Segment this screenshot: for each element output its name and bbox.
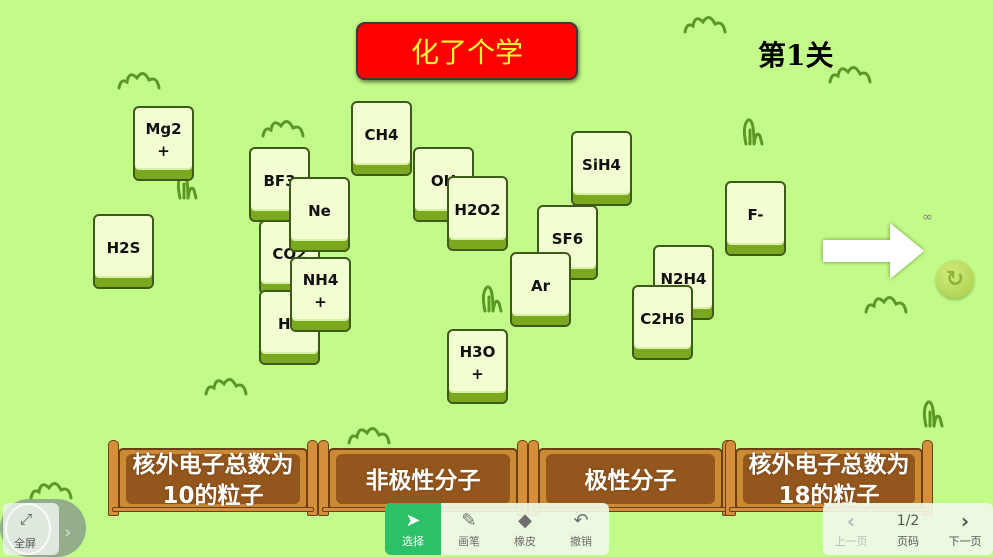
tool-label: 橡皮 [514,535,536,548]
particle-card[interactable]: N2H4 [653,245,714,320]
prev-page-button[interactable]: ‹ 上一页 [823,503,879,555]
bin-label: 极性分子 [584,467,677,494]
grass-icon [828,66,872,84]
particle-card[interactable]: CH4 [351,101,412,176]
tool-label: 画笔 [458,535,480,548]
particle-card[interactable]: SiH4 [571,131,632,206]
drawing-toolbar: ➤ 选择 ✎ 画笔 ◆ 橡皮 ↶ 撤销 [385,503,609,555]
particle-card[interactable]: NH4 + [290,257,351,332]
pen-icon: ✎ [461,510,477,531]
grass-icon [117,72,161,90]
chevron-left-icon: ‹ [846,509,856,533]
prev-page-label: 上一页 [834,535,868,548]
grass-icon [922,400,944,428]
chevron-right-icon: › [960,509,970,533]
next-page-button[interactable]: › 下一页 [937,503,993,555]
bin-10-electron-particles[interactable]: 核外电子总数为 10的粒子 [108,440,318,516]
grass-icon [481,285,503,313]
bin-label: 核外电子总数为 10的粒子 [132,452,294,509]
refresh-icon: ↻ [945,266,965,292]
page-indicator[interactable]: 1/2 页码 [880,503,936,555]
next-page-label: 下一页 [948,535,982,548]
particle-card[interactable]: Ne [289,177,350,252]
grass-icon [29,482,73,500]
grass-icon [683,16,727,34]
tool-label: 撤销 [570,535,592,548]
page-label: 页码 [897,535,919,548]
page-number: 1/2 [896,513,920,529]
tool-undo[interactable]: ↶ 撤销 [553,503,609,555]
grass-icon [261,120,305,138]
expand-chevron-icon[interactable]: › [64,522,72,543]
pager: ‹ 上一页 1/2 页码 › 下一页 [823,503,993,555]
grass-icon [204,378,248,396]
bin-polar-molecules[interactable]: 极性分子 [528,440,733,516]
fullscreen-ring [5,503,51,555]
next-level-arrow-icon[interactable] [820,220,928,282]
grass-icon [864,296,908,314]
refresh-button[interactable]: ↻ [936,260,974,298]
undo-icon: ↶ [573,510,589,531]
particle-card[interactable]: H2O2 [447,176,508,251]
tool-eraser[interactable]: ◆ 橡皮 [497,503,553,555]
fullscreen-label: 全屏 [14,537,36,550]
grass-icon [742,118,764,146]
eraser-icon: ◆ [518,510,532,531]
bin-18-electron-particles[interactable]: 核外电子总数为 18的粒子 [725,440,933,516]
particle-card[interactable]: F- [725,181,786,256]
particle-card[interactable]: Ar [510,252,571,327]
tool-pen[interactable]: ✎ 画笔 [441,503,497,555]
link-icon[interactable]: ∞ [922,210,933,225]
particle-card[interactable]: H2S [93,214,154,289]
tool-label: 选择 [402,535,424,548]
particle-card[interactable]: Mg2 + [133,106,194,181]
game-title-banner: 化了个学 [356,22,578,80]
fullscreen-icon: ⤢ [20,510,33,528]
level-indicator: 第1关 [758,39,834,72]
cursor-icon: ➤ [405,510,421,531]
bin-label: 非极性分子 [365,467,481,494]
tool-select[interactable]: ➤ 选择 [385,503,441,555]
particle-card[interactable]: C2H6 [632,285,693,360]
grass-icon [347,427,391,445]
particle-card[interactable]: H3O + [447,329,508,404]
